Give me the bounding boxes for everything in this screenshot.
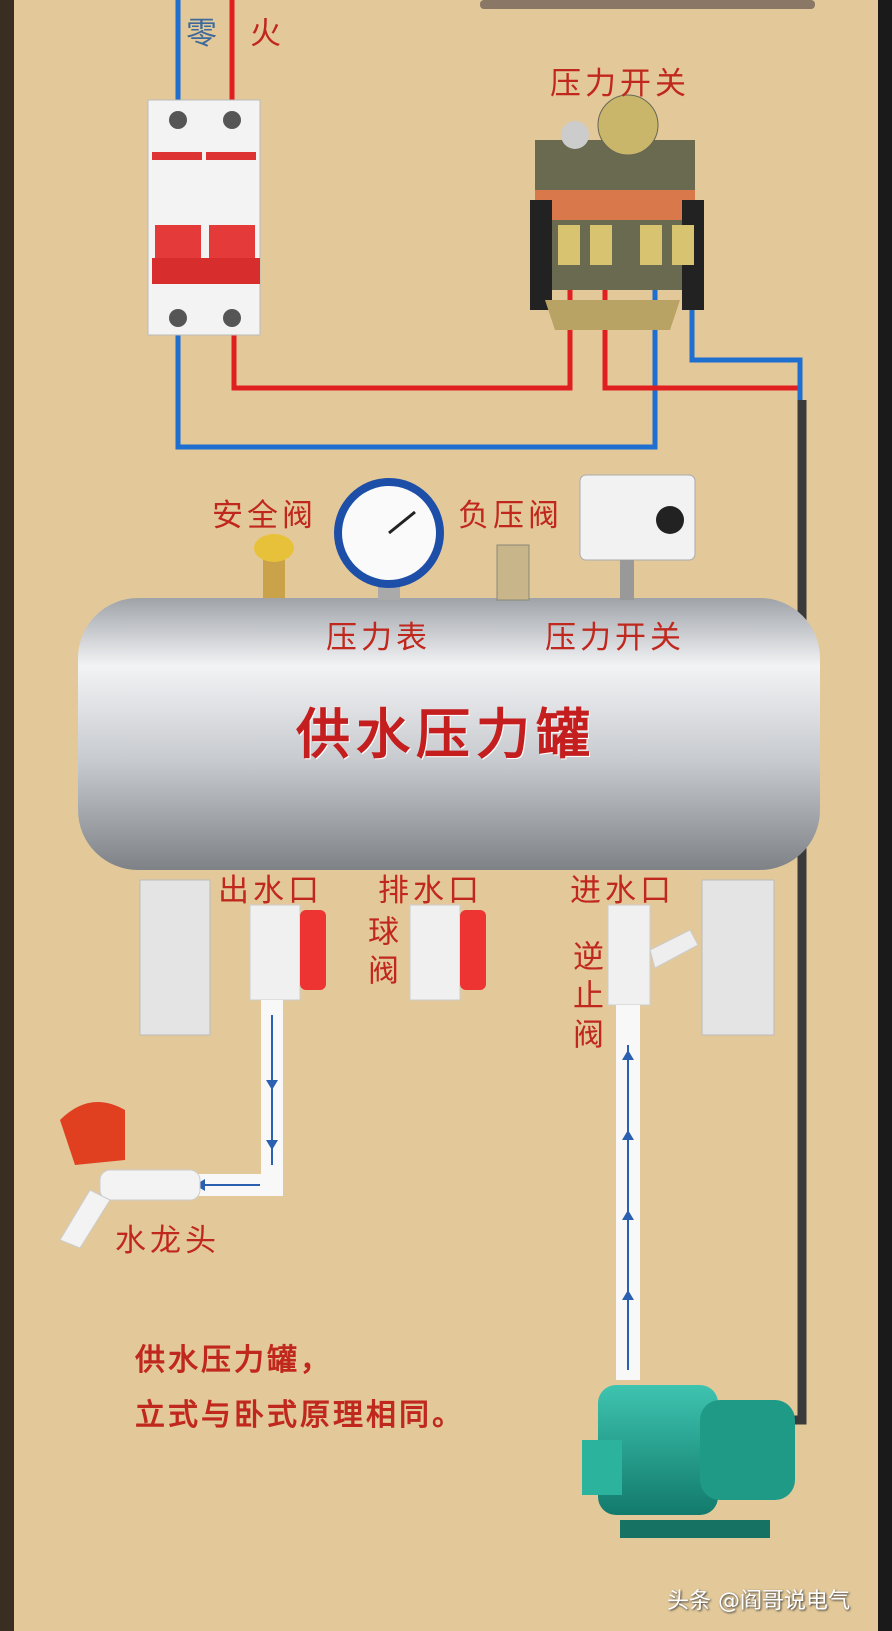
watermark: 头条 @阎哥说电气 xyxy=(667,1589,850,1614)
left-edge xyxy=(0,0,14,1631)
live-wire-switch xyxy=(231,265,573,391)
drain-ball-valve xyxy=(409,904,486,1001)
faucet xyxy=(59,1102,201,1249)
neutral-label: 零 xyxy=(186,16,221,52)
drain-label: 排水口 xyxy=(378,873,483,909)
pressure-gauge-label: 压力表 xyxy=(326,620,431,656)
water-pump xyxy=(582,1385,795,1538)
inlet-label: 进水口 xyxy=(570,873,675,909)
negative-pressure-valve xyxy=(496,544,530,601)
pressure-gauge xyxy=(334,478,444,600)
tank-leg-right xyxy=(701,879,775,1036)
neutral-wire-pump xyxy=(689,265,803,400)
tank-leg-left xyxy=(139,879,211,1036)
note-line-2: 立式与卧式原理相同。 xyxy=(135,1398,465,1433)
faucet-label: 水龙头 xyxy=(115,1223,220,1259)
negative-pressure-valve-label: 负压阀 xyxy=(458,498,563,534)
check-valve xyxy=(607,904,699,1006)
pressure-switch-device xyxy=(530,94,704,330)
neutral-wire-switch xyxy=(175,265,658,450)
note-line-1: 供水压力罐， xyxy=(135,1343,333,1378)
circuit-breaker xyxy=(147,99,261,336)
ball-valve-label: 球阀 xyxy=(362,915,398,993)
tank-body xyxy=(78,598,820,870)
tank-pressure-switch xyxy=(579,474,696,600)
tank-pressure-switch-label: 压力开关 xyxy=(545,620,685,656)
top-bar xyxy=(480,0,815,9)
check-valve-label: 逆止阀 xyxy=(567,940,603,1057)
outlet-label: 出水口 xyxy=(218,873,323,909)
right-edge xyxy=(878,0,892,1631)
outlet-ball-valve xyxy=(249,904,326,1001)
pressure-switch-top-label: 压力开关 xyxy=(550,66,690,102)
live-label: 火 xyxy=(250,16,285,52)
tank-title: 供水压力罐 xyxy=(296,703,596,766)
safety-valve xyxy=(254,534,294,598)
safety-valve-label: 安全阀 xyxy=(212,498,317,534)
